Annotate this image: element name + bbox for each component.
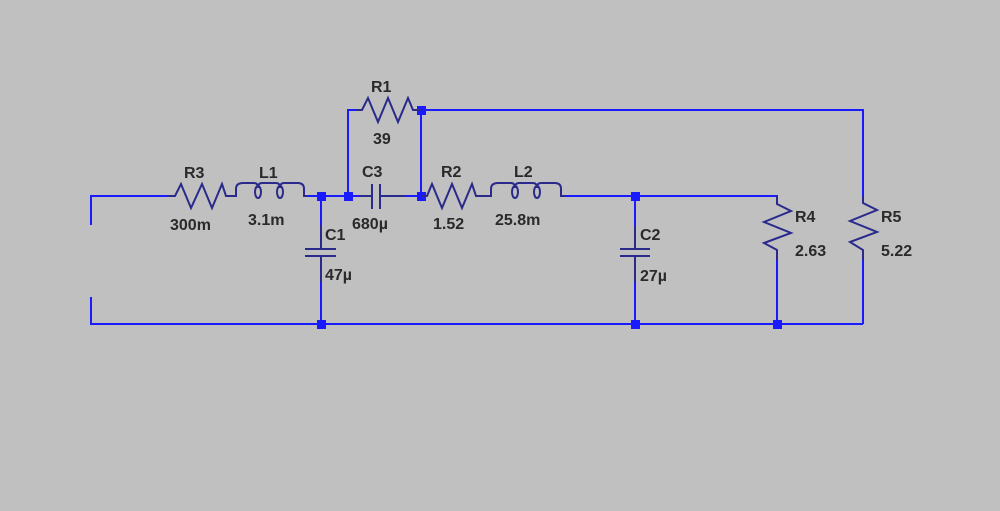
- inductor-l1-ref: L1: [259, 165, 278, 182]
- resistor-r3[interactable]: R3 300m: [167, 165, 230, 234]
- resistor-r3-symbol: [167, 181, 230, 211]
- inductor-l2-symbol: [486, 182, 565, 197]
- wire-top-r5[interactable]: [421, 109, 864, 196]
- junction-node[interactable]: [317, 192, 326, 201]
- wire-r1-left[interactable]: [347, 109, 356, 196]
- resistor-r1-symbol: [356, 95, 421, 125]
- inductor-l1-value: 3.1m: [248, 212, 284, 229]
- inductor-l2-loop: [533, 185, 541, 199]
- wire-input-bottom[interactable]: [90, 297, 863, 325]
- capacitor-c3-value: 680µ: [352, 216, 388, 233]
- resistor-r5-value: 5.22: [881, 243, 912, 260]
- resistor-r5-ref: R5: [881, 209, 902, 226]
- capacitor-c2-ref: C2: [640, 227, 661, 244]
- inductor-l2-loop: [511, 185, 519, 199]
- capacitor-c1[interactable]: C1 47µ: [305, 225, 352, 284]
- junction-node[interactable]: [631, 320, 640, 329]
- capacitor-c2[interactable]: C2 27µ: [620, 226, 667, 285]
- resistor-r2-symbol: [421, 181, 486, 211]
- inductor-l2-ref: L2: [514, 164, 533, 181]
- junction-node[interactable]: [773, 320, 782, 329]
- resistor-r4-ref: R4: [795, 209, 816, 226]
- wire-l2-r4[interactable]: [563, 195, 778, 204]
- resistor-r5[interactable]: R5 5.22: [847, 196, 912, 260]
- resistor-r1-value: 39: [373, 131, 391, 148]
- inductor-l2[interactable]: L2 25.8m: [486, 164, 565, 229]
- capacitor-c3[interactable]: C3 680µ: [352, 164, 405, 233]
- capacitor-c2-value: 27µ: [640, 268, 667, 285]
- wire-input-top[interactable]: [90, 195, 167, 225]
- junction-node[interactable]: [631, 192, 640, 201]
- resistor-r5-symbol: [847, 196, 880, 260]
- capacitor-c3-ref: C3: [362, 164, 383, 181]
- inductor-l1-loop: [254, 185, 262, 199]
- resistor-r3-value: 300m: [170, 217, 211, 234]
- inductor-l1[interactable]: L1 3.1m: [230, 165, 307, 229]
- resistor-r2-ref: R2: [441, 164, 462, 181]
- junction-node[interactable]: [344, 192, 353, 201]
- resistor-r3-ref: R3: [184, 165, 205, 182]
- inductor-l2-value: 25.8m: [495, 212, 540, 229]
- inductor-l1-symbol: [230, 182, 307, 197]
- resistor-r1[interactable]: R1 39: [356, 79, 421, 148]
- resistor-r4[interactable]: R4 2.63: [761, 196, 826, 260]
- capacitor-c1-ref: C1: [325, 227, 346, 244]
- junction-node[interactable]: [317, 320, 326, 329]
- resistor-r1-ref: R1: [371, 79, 392, 96]
- junction-node[interactable]: [417, 106, 426, 115]
- resistor-r4-symbol: [761, 196, 794, 260]
- resistor-r2[interactable]: R2 1.52: [421, 164, 486, 233]
- inductor-l1-loop: [276, 185, 284, 199]
- capacitor-c1-value: 47µ: [325, 267, 352, 284]
- resistor-r2-value: 1.52: [433, 216, 464, 233]
- resistor-r4-value: 2.63: [795, 243, 826, 260]
